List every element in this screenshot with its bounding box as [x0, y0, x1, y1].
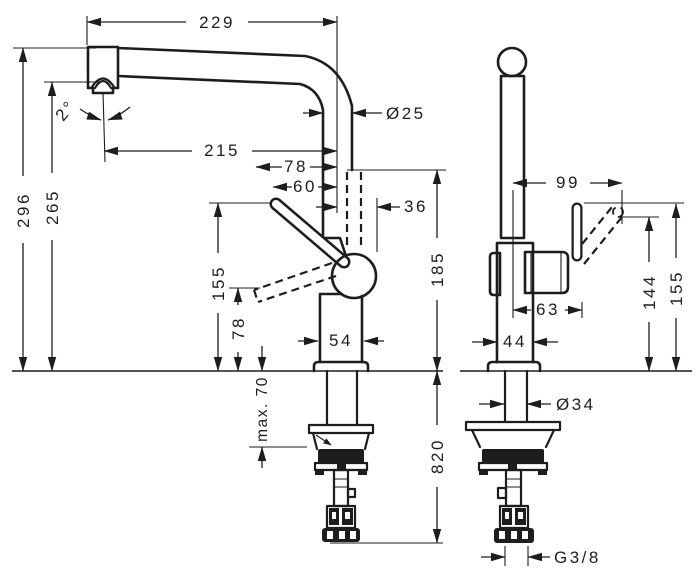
front-rod-collar: [346, 487, 357, 499]
front-extension-lines: [13, 16, 446, 448]
side-base-plinth: [486, 360, 542, 373]
front-hose-dashed: [345, 172, 363, 250]
side-spout-top: [496, 46, 528, 78]
front-rod-threads: [334, 478, 348, 488]
front-seal-band: [318, 449, 364, 463]
dim-296-label: 296: [14, 192, 33, 228]
side-threaded-rod: [504, 468, 523, 508]
side-seal-band: [482, 449, 544, 463]
side-body-outline: [495, 74, 535, 364]
side-nut-slot-2: [511, 531, 517, 539]
aerator-dome: [90, 77, 116, 90]
front-nut-slot-1: [327, 531, 333, 539]
dim-44-label: 44: [503, 332, 527, 351]
front-mounting-plate: [307, 423, 375, 435]
front-washer-lug-right: [358, 470, 367, 475]
front-shank: [325, 369, 359, 427]
dim-155s-label: 155: [667, 270, 686, 306]
front-nut-slot-3: [350, 531, 356, 539]
dim-63-label: 63: [536, 300, 560, 319]
ball-joint: [330, 252, 378, 300]
dim-dia34-label: Ø34: [556, 395, 596, 414]
front-dimensions: 229 2° 215 78 60 Ø25 36 296 265: [14, 13, 447, 544]
front-washer-pin: [337, 463, 346, 471]
side-dimensions: 99 63 144 155 44 Ø34 G3/8: [472, 173, 686, 567]
side-mounting-plate: [464, 420, 562, 432]
front-lever-dashed: [252, 261, 337, 304]
dim-2deg-leader-left: [79, 108, 102, 121]
dim-dia25-label: Ø25: [386, 104, 426, 123]
side-rod-tab: [496, 486, 508, 500]
dim-36-label: 36: [404, 197, 428, 216]
front-body-outline: [318, 292, 364, 364]
front-mounting-taper: [311, 431, 371, 451]
front-view: 229 2° 215 78 60 Ø25 36 296 265: [12, 13, 447, 544]
dim-229-label: 229: [199, 13, 235, 32]
side-view: 99 63 144 155 44 Ø34 G3/8: [460, 46, 692, 567]
dim-max70-label: max. 70: [254, 376, 271, 442]
front-connector-slot-left: [332, 512, 336, 519]
front-hook-arrow: [315, 434, 332, 446]
side-lever-dashed-tip: [612, 206, 624, 218]
dim-155f-label: 155: [209, 265, 228, 301]
side-nut-slot-1: [499, 531, 505, 539]
dim-2deg-label: 2°: [52, 96, 80, 125]
dim-54-label: 54: [329, 331, 353, 350]
side-ring-plate: [488, 251, 502, 297]
dim-60-label: 60: [293, 177, 317, 196]
side-cartridge-box: [523, 250, 570, 295]
front-threaded-rod: [332, 468, 350, 508]
side-mounting-taper: [470, 428, 556, 449]
side-washer-pin: [508, 463, 517, 471]
dim-265-label: 265: [43, 189, 62, 225]
dim-185-label: 185: [428, 251, 447, 287]
front-lever-handle-fill: [272, 200, 348, 266]
side-connector-slot-right: [518, 512, 523, 519]
dim-2deg-leader-right: [107, 106, 131, 121]
dim-78h-label: 78: [284, 157, 308, 176]
side-washer-lug-left: [479, 470, 488, 475]
side-connector-slot-left: [505, 512, 509, 519]
dim-78v-label: 78: [229, 316, 248, 340]
side-nut-slot-3: [522, 531, 528, 539]
side-lever-dashed: [573, 206, 623, 265]
front-nut-slot-2: [339, 531, 345, 539]
side-rod-threads: [506, 478, 521, 488]
dim-215-label: 215: [204, 141, 240, 160]
side-washer-lug-right: [538, 470, 547, 475]
front-spout-outline: [86, 45, 354, 258]
side-cartridge-inner-lines: [530, 252, 562, 293]
side-shank: [503, 369, 529, 424]
front-connector-slot-right: [345, 512, 350, 519]
front-base-plinth: [312, 360, 370, 373]
dim-144-label: 144: [640, 274, 659, 310]
dim-820-label: 820: [428, 438, 447, 474]
front-washer-lug-left: [315, 470, 324, 475]
front-mounting-assembly: [307, 369, 443, 544]
dim-99-label: 99: [556, 173, 580, 192]
dim-g38-label: G3/8: [554, 548, 601, 567]
side-mounting-assembly: [464, 369, 562, 543]
